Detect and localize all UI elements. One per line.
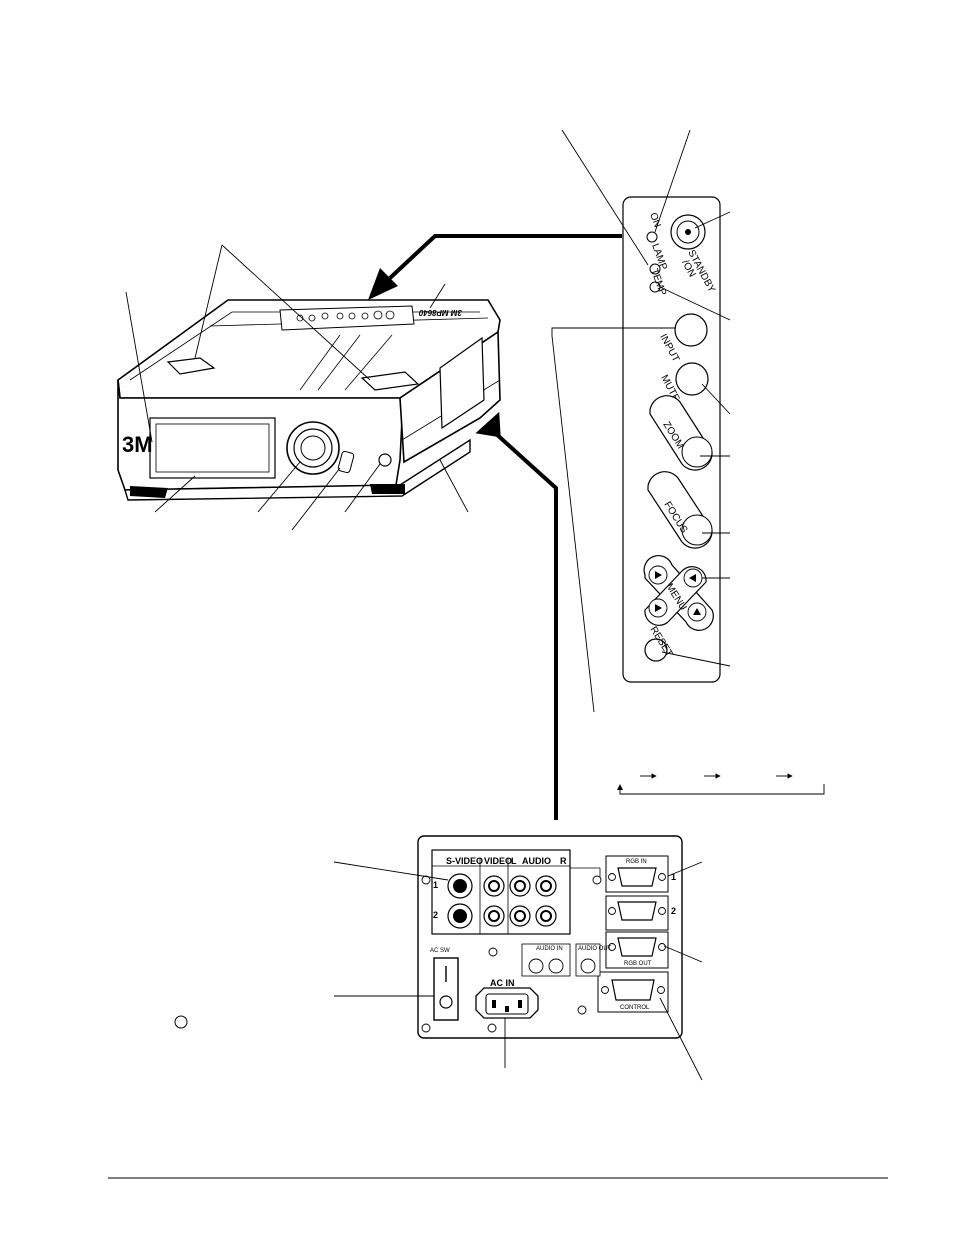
reset-button[interactable] (644, 638, 668, 662)
ac-in-label: AC IN (490, 978, 515, 988)
projector-brand-logo: 3M (122, 432, 153, 457)
projector-callout-lines (125, 244, 469, 531)
av-row2-label: 2 (433, 910, 438, 920)
s-video-1-port[interactable] (447, 873, 473, 899)
ac-sw-label: AC SW (430, 948, 450, 954)
standby-on-button[interactable] (670, 214, 706, 250)
mute-button[interactable] (675, 362, 709, 396)
rgb-in-1-label: 1 (671, 872, 676, 882)
menu-right-icon (689, 574, 696, 582)
audio-l-1-port[interactable] (509, 875, 531, 897)
projector-illustration: 3M 3M MP8640 (117, 299, 501, 501)
s-video-label: S-VIDEO (446, 856, 483, 866)
focus-rocker[interactable] (647, 471, 713, 549)
control-label: CONTROL (620, 1005, 650, 1011)
rear-panel-callouts (333, 861, 703, 1081)
rgb-in-1-port[interactable] (617, 867, 657, 887)
menu-left-icon (655, 604, 662, 612)
control-port[interactable] (611, 979, 655, 1001)
menu-pad[interactable] (643, 555, 714, 631)
video-2-port[interactable] (483, 905, 505, 927)
rgb-in-2-port[interactable] (617, 901, 657, 921)
audio-r-2-port[interactable] (535, 905, 557, 927)
rgb-out-port[interactable] (617, 937, 657, 957)
projector-top-badge: 3M MP8640 (418, 308, 462, 317)
audio-l-2-port[interactable] (509, 905, 531, 927)
on-indicator (646, 231, 658, 243)
audio-r-1-port[interactable] (535, 875, 557, 897)
menu-down-icon (693, 608, 701, 615)
video-1-port[interactable] (483, 875, 505, 897)
rear-panel: S-VIDEO VIDEO L AUDIO R 1 2 (417, 835, 683, 1039)
rgb-in-label: RGB IN (626, 859, 647, 865)
audio-out-port[interactable] (580, 958, 596, 974)
on-label: ON (647, 211, 662, 229)
audio-out-label: AUDIO OUT (578, 946, 612, 952)
connector-arrows (388, 234, 622, 820)
input-button[interactable] (674, 313, 708, 347)
ac-power-switch[interactable] (433, 957, 459, 1021)
ac-in-socket[interactable] (475, 987, 539, 1019)
lamp-indicator (649, 263, 661, 275)
audio-in-right-port[interactable] (548, 958, 564, 974)
audio-in-label: AUDIO IN (536, 946, 563, 952)
rgb-in-2-label: 2 (671, 906, 676, 916)
zoom-rocker[interactable] (649, 395, 713, 471)
input-cycle-diagram (617, 773, 825, 795)
power-off-symbol (174, 1015, 188, 1029)
audio-in-left-port[interactable] (528, 958, 544, 974)
arrow-to-side-panel (475, 411, 501, 438)
s-video-2-port[interactable] (447, 903, 473, 929)
av-row1-label: 1 (433, 880, 438, 890)
rgb-out-label: RGB OUT (624, 961, 652, 967)
audio-label: AUDIO (522, 856, 551, 866)
control-panel-callouts (551, 129, 731, 713)
menu-up-icon (655, 571, 662, 579)
audio-r-label: R (560, 856, 567, 866)
arrow-to-top-panel (368, 268, 398, 300)
video-label: VIDEO (484, 856, 512, 866)
audio-l-label: L (511, 856, 517, 866)
panel-screws (421, 875, 602, 1033)
control-panel: ON LAMP TEMP STANDBY /ON INPUT MUTE ZOOM (622, 196, 721, 683)
